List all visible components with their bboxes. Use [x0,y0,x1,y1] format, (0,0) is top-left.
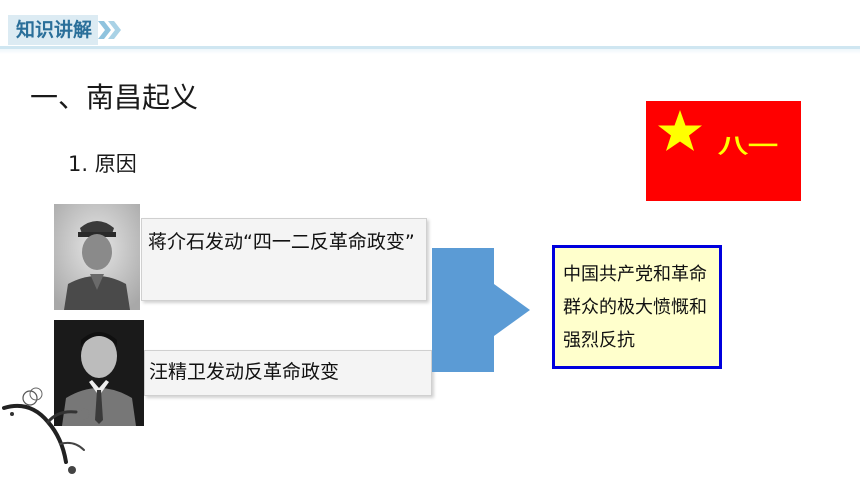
flag-graphic: 八一 [658,110,778,158]
star-icon [658,110,702,151]
section-title: 一、南昌起义 [30,81,199,114]
chevron-right-icon [98,21,122,39]
section-tag-label: 知识讲解 [8,15,99,45]
arrow-right-icon [432,248,530,372]
portrait-photo-2 [54,320,144,426]
portrait-photo-1 [54,204,140,310]
cause-box-1: 蒋介石发动“四一二反革命政变” [141,218,427,301]
flag-text: 八一 [718,134,778,158]
section-tag: 知识讲解 [8,14,126,46]
cause-box-2: 汪精卫发动反革命政变 [144,350,432,396]
plum-blossom-decoration [2,387,90,474]
bayi-flag: 八一 [646,101,801,201]
sub-title: 1. 原因 [68,152,137,176]
result-box: 中国共产党和革命群众的极大愤慨和强烈反抗 [552,245,722,369]
header-divider [0,46,860,54]
